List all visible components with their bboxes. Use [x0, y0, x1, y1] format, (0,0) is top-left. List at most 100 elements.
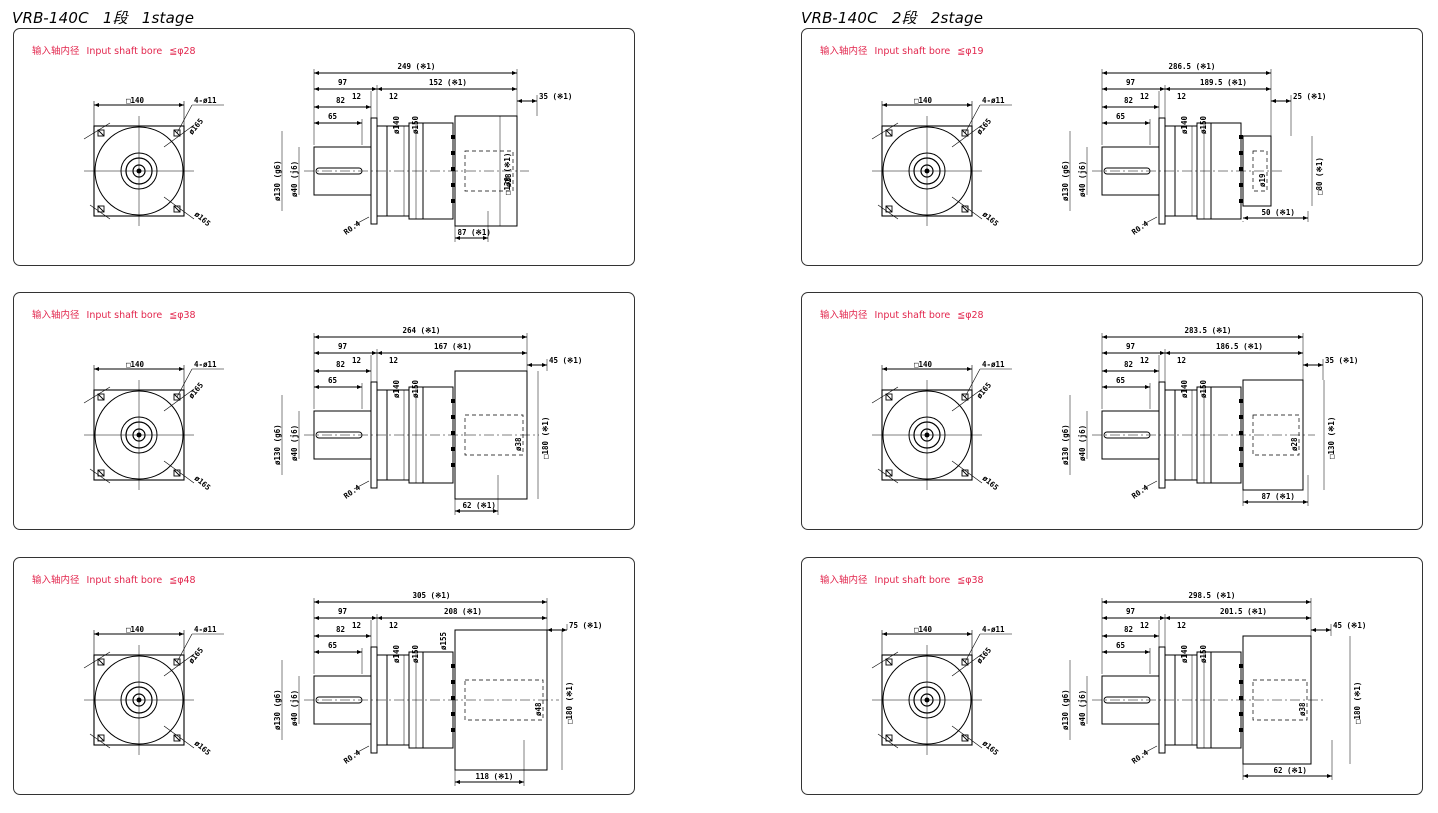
dim-pcd-bottom: ø165: [193, 474, 213, 493]
dim-t1: 12: [352, 621, 361, 630]
drawing-line: [885, 734, 893, 742]
dim-shaft-dia: ø40 (j6): [290, 425, 299, 461]
dim-d150: ø150: [1199, 644, 1208, 663]
arrow-head: [372, 351, 377, 355]
title-model: VRB-140C: [801, 9, 878, 27]
dim-key-length: 65: [328, 641, 337, 650]
arrow-head: [1154, 105, 1159, 109]
arrow-head: [1243, 774, 1248, 778]
dim-square: □140: [126, 96, 145, 105]
bolt-head: [451, 431, 455, 435]
dim-d150: ø150: [411, 115, 420, 134]
dim-spigot: ø130 (g6): [273, 689, 282, 730]
arrow-head: [314, 121, 319, 125]
dim-radius: R0.4: [342, 748, 362, 766]
arrow-head: [1102, 650, 1107, 654]
dim-pcd-top: ø165: [975, 381, 994, 401]
arrow-head: [314, 335, 319, 339]
drawing-line: [173, 469, 181, 477]
dim-spigot: ø130 (g6): [1061, 689, 1070, 730]
dim-shaft-length: 97: [338, 607, 347, 616]
drawing-line: [176, 368, 193, 398]
arrow-head: [519, 780, 524, 784]
dim-radius: R0.4: [1130, 483, 1150, 501]
dim-overall: 249 (※1): [398, 62, 436, 71]
bore-jp: 输入轴内径: [820, 310, 868, 321]
title-stage-en: 1stage: [141, 9, 195, 27]
drawing-line: [877, 733, 899, 749]
bore-value: ≦φ48: [169, 575, 196, 586]
dim-motor-length: 186.5 (※1): [1216, 342, 1263, 351]
bolt-head: [1239, 415, 1243, 419]
dim-radius: R0.4: [1130, 748, 1150, 766]
dim-flange-tail: 45 (※1): [1333, 621, 1366, 630]
arrow-head: [1165, 351, 1170, 355]
dim-d150: ø150: [1199, 115, 1208, 134]
mounting-hole: [961, 393, 969, 401]
arrow-head: [314, 71, 319, 75]
bolt-head: [1239, 728, 1243, 732]
dim-spigot: ø130 (g6): [1061, 424, 1070, 465]
drawing-line: [951, 388, 983, 412]
drawing-line: [97, 469, 105, 477]
drawing-line: [163, 725, 195, 749]
arrow-head: [1318, 363, 1323, 367]
arrow-head: [1102, 71, 1107, 75]
drawing-line: [176, 104, 193, 134]
arrow-head: [1311, 628, 1316, 632]
dim-key-length: 65: [1116, 641, 1125, 650]
arrow-head: [483, 236, 488, 240]
dim-adapter-square: □80 (※1): [1315, 157, 1324, 195]
dim-t2: 12: [1177, 621, 1186, 630]
bore-en: Input shaft bore: [874, 575, 951, 586]
arrow-head: [967, 103, 972, 107]
arrow-head: [179, 367, 184, 371]
bore-value: ≦φ28: [169, 46, 196, 57]
mounting-hole: [173, 129, 181, 137]
arrow-head: [314, 105, 319, 109]
dim-shaft-dia: ø40 (j6): [1078, 690, 1087, 726]
mounting-hole: [885, 129, 893, 137]
bolt-head: [1239, 135, 1243, 139]
arrow-head: [314, 87, 319, 91]
drawing-line: [877, 468, 899, 484]
drawing-line: [353, 480, 370, 490]
bolt-head: [1239, 431, 1243, 435]
bolt-head: [451, 151, 455, 155]
dim-shaft-length: 97: [338, 342, 347, 351]
bolt-head: [451, 712, 455, 716]
dim-bottom-length: 62 (※1): [1274, 766, 1307, 775]
bolt-head: [451, 728, 455, 732]
dim-d140: ø140: [392, 115, 401, 134]
arrow-head: [882, 367, 887, 371]
arrow-head: [522, 335, 527, 339]
dim-t1: 12: [352, 92, 361, 101]
arrow-head: [357, 650, 362, 654]
arrow-head: [314, 616, 319, 620]
dim-overall: 298.5 (※1): [1189, 591, 1236, 600]
arrow-head: [314, 600, 319, 604]
title-stage-jp: 2段: [891, 9, 917, 27]
drawing-line: [173, 734, 181, 742]
dim-holes: 4-ø11: [194, 625, 217, 634]
bolt-head: [1239, 696, 1243, 700]
bore-value: ≦φ28: [957, 310, 984, 321]
arrow-head: [1243, 216, 1248, 220]
dim-adapter-square: □130 (※1): [1327, 417, 1336, 459]
bolt-head: [451, 447, 455, 451]
dim-key-length: 65: [1116, 112, 1125, 121]
dim-flange-tail: 25 (※1): [1293, 92, 1326, 101]
drawing-line: [89, 204, 111, 220]
arrow-head: [455, 236, 460, 240]
mounting-hole: [97, 129, 105, 137]
arrow-head: [967, 367, 972, 371]
